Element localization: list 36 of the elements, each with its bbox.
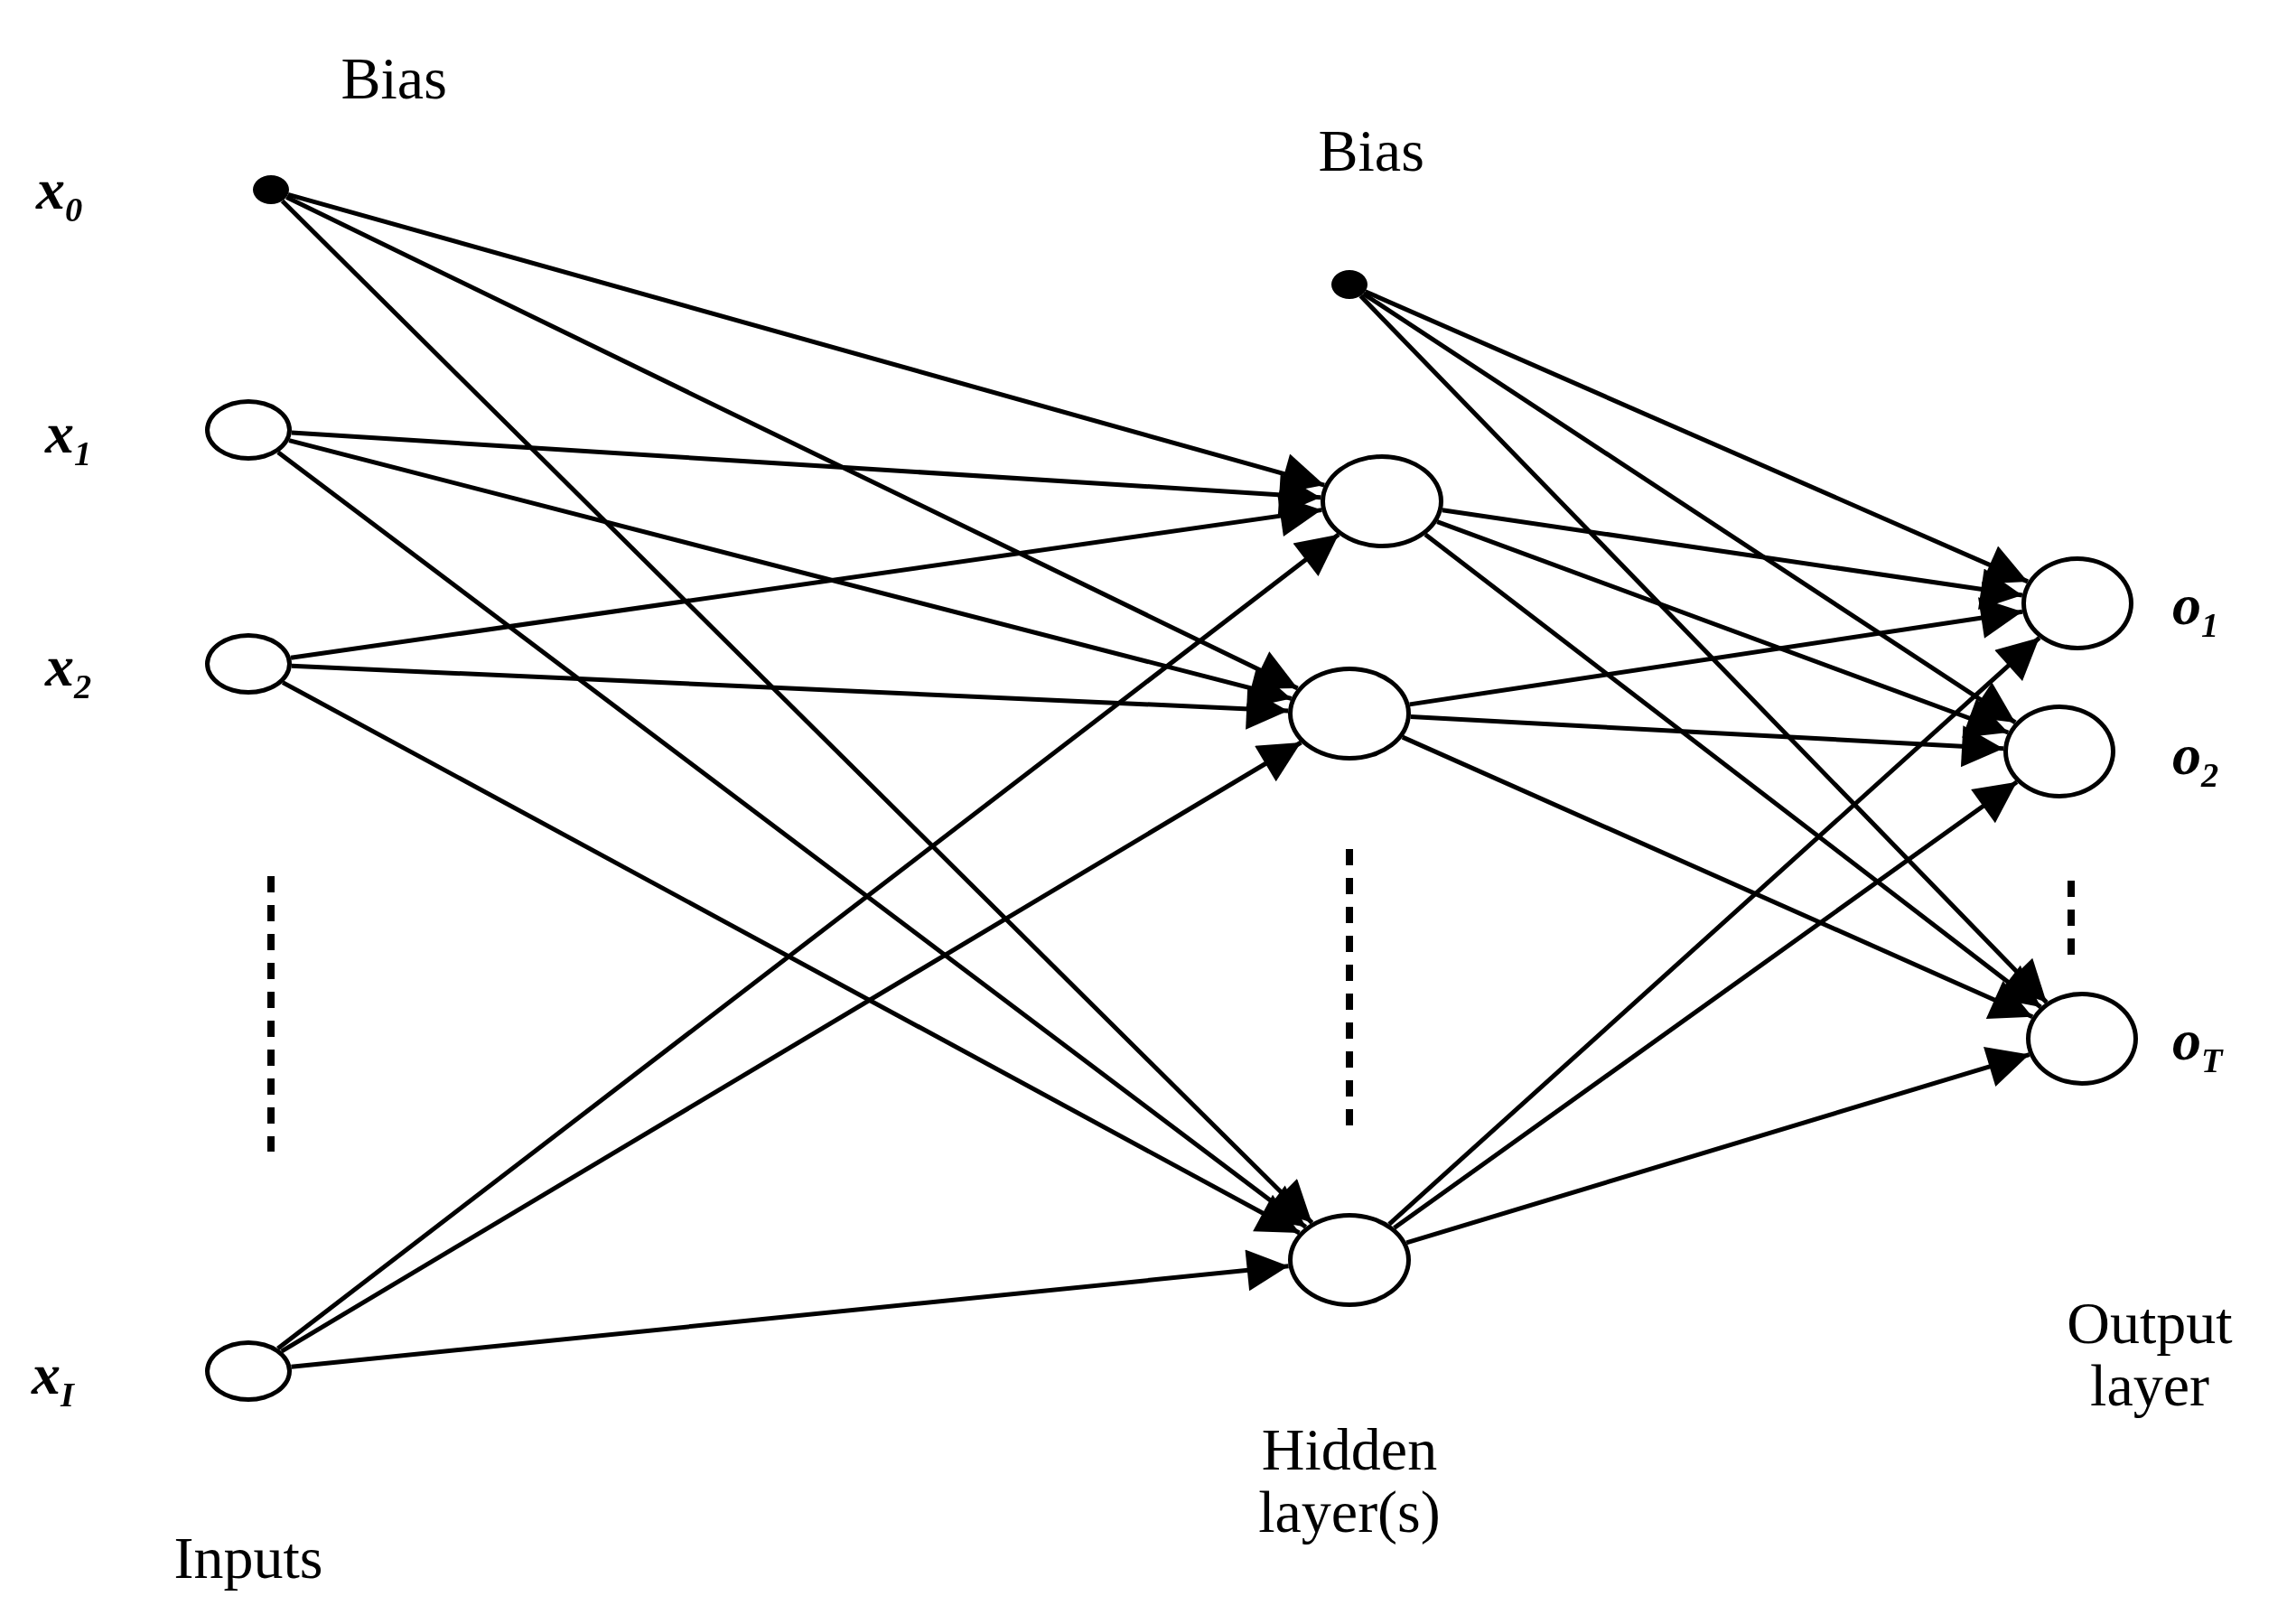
node-label: x$_{I}$ bbox=[32, 1346, 74, 1413]
node-label: o$_{2}$ bbox=[2172, 726, 2219, 793]
arrow bbox=[280, 740, 1302, 1354]
arrow bbox=[1424, 532, 2042, 1009]
node-label: x$_{1}$ bbox=[45, 405, 92, 471]
arrow bbox=[276, 450, 1308, 1229]
arrow bbox=[1405, 1046, 2030, 1246]
arrow bbox=[291, 430, 1321, 516]
node-label: x$_{0}$ bbox=[36, 161, 83, 228]
arrow bbox=[290, 495, 1322, 660]
arrow bbox=[1436, 519, 2010, 738]
arrow bbox=[1364, 289, 2029, 584]
arrow bbox=[276, 532, 1340, 1350]
arrow bbox=[285, 195, 1299, 691]
node-label: x$_{2}$ bbox=[45, 638, 92, 705]
layer-label: Bias bbox=[1318, 119, 1424, 182]
node-label: o$_{1}$ bbox=[2172, 576, 2219, 643]
arrow bbox=[291, 663, 1289, 730]
arrow bbox=[291, 1249, 1289, 1369]
arrow bbox=[1401, 734, 2034, 1020]
layer-label: Output layer bbox=[2066, 1292, 2234, 1417]
arrow bbox=[1387, 636, 2041, 1227]
arrow bbox=[1409, 597, 2023, 707]
layer-label: Hidden layer(s) bbox=[1257, 1418, 1442, 1544]
node-label: o$_{T}$ bbox=[2172, 1012, 2223, 1078]
arrow bbox=[280, 199, 1314, 1225]
bias-dot bbox=[253, 175, 289, 204]
arrow bbox=[1410, 714, 2004, 768]
arrow bbox=[1358, 294, 2049, 1004]
bias-dot bbox=[1331, 270, 1368, 299]
arrow bbox=[281, 680, 1301, 1236]
arrow bbox=[1442, 508, 2023, 611]
arrow bbox=[1393, 779, 2019, 1230]
layer-label: Bias bbox=[341, 47, 447, 110]
layer-label: Inputs bbox=[173, 1526, 323, 1590]
arrow bbox=[1362, 292, 2017, 724]
